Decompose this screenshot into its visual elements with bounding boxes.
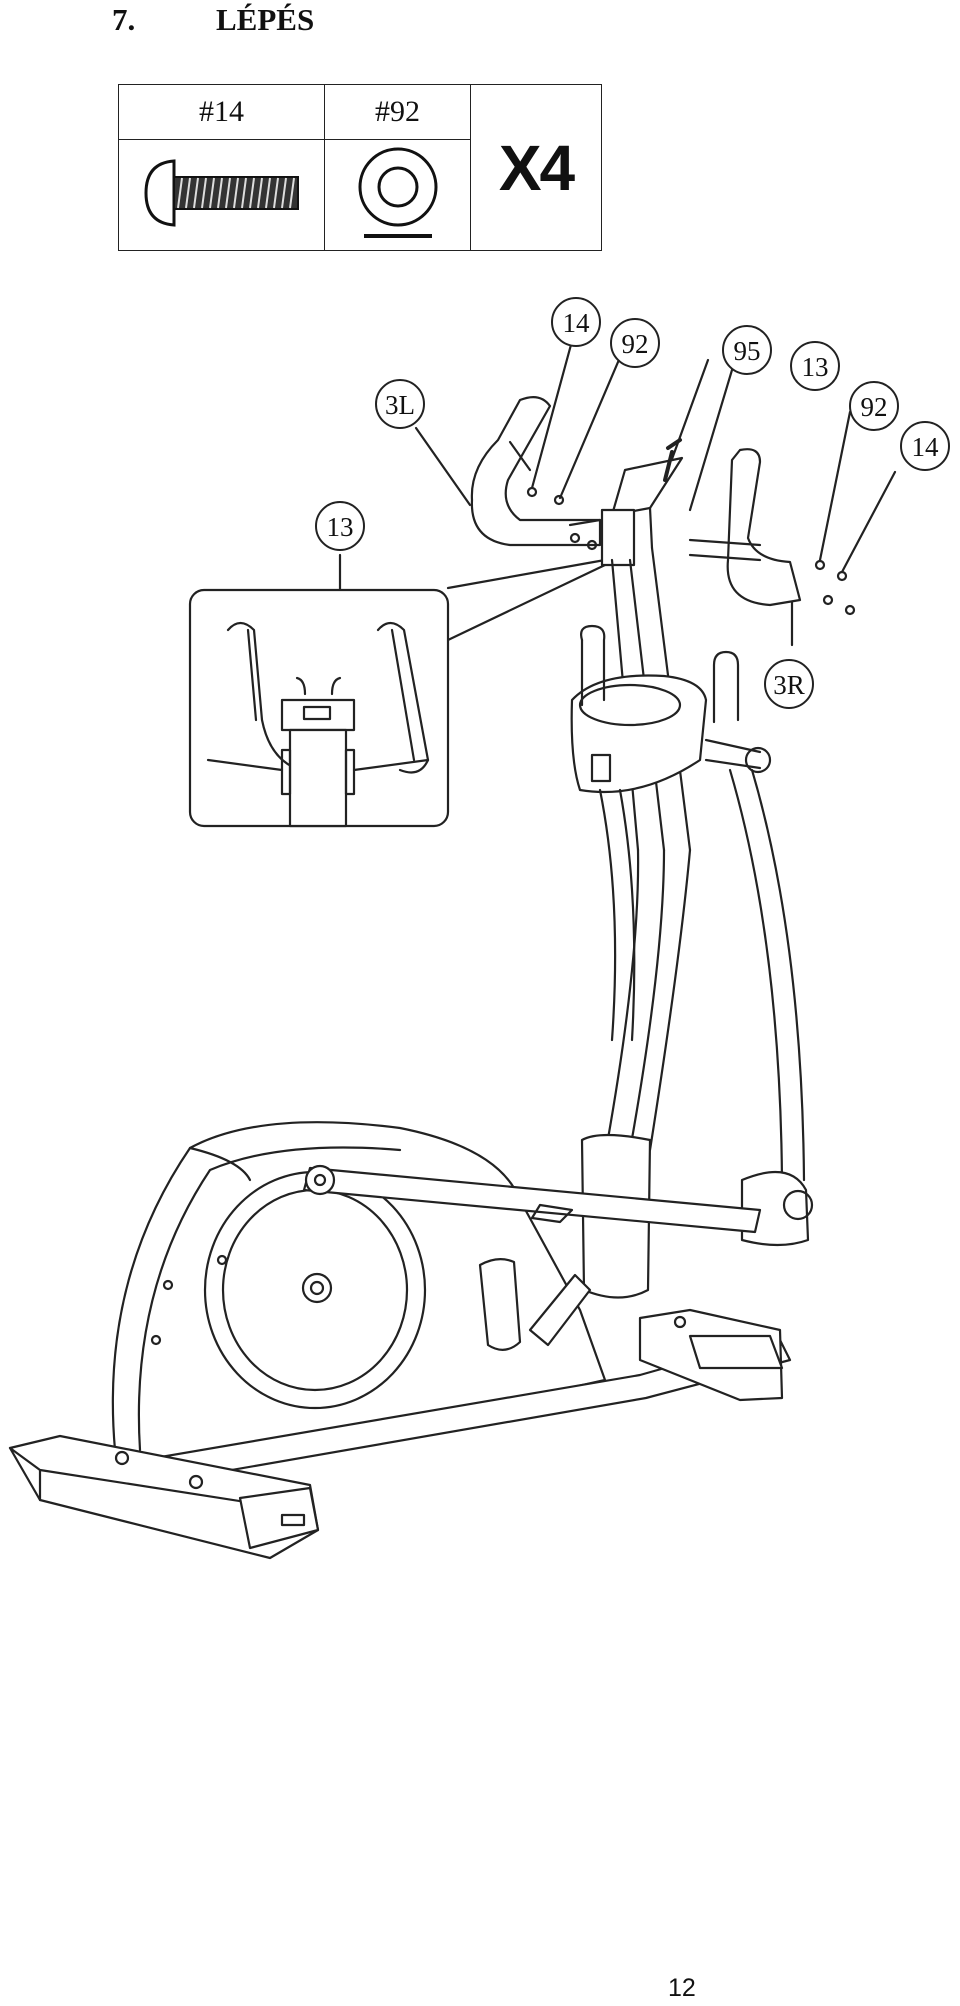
callout-13-inset: 13 (327, 512, 354, 542)
step-header: 7. LÉPÉS (112, 2, 314, 38)
callout-3L: 3L (385, 390, 415, 420)
washer-icon (358, 147, 437, 238)
bolt-cell (118, 139, 325, 251)
part-id-92: #92 (324, 84, 471, 140)
page-number: 12 (668, 1974, 696, 2002)
elliptical-trainer-diagram: 14 92 3L 95 13 92 14 3R 13 (8, 297, 950, 1560)
quantity-label: X4 (470, 84, 602, 251)
callout-14: 14 (563, 308, 591, 338)
step-title: LÉPÉS (216, 2, 315, 37)
parts-table: #14 #92 X4 (118, 84, 602, 251)
washer-cell (324, 139, 471, 251)
callout-3R: 3R (773, 670, 805, 700)
callout-92: 92 (622, 329, 649, 359)
step-number: 7. (112, 2, 136, 37)
callout-14-right: 14 (912, 432, 940, 462)
callout-95: 95 (734, 336, 761, 366)
callout-13: 13 (802, 352, 829, 382)
bolt-icon (143, 158, 299, 227)
part-id-14: #14 (118, 84, 325, 140)
callout-92-right: 92 (861, 392, 888, 422)
